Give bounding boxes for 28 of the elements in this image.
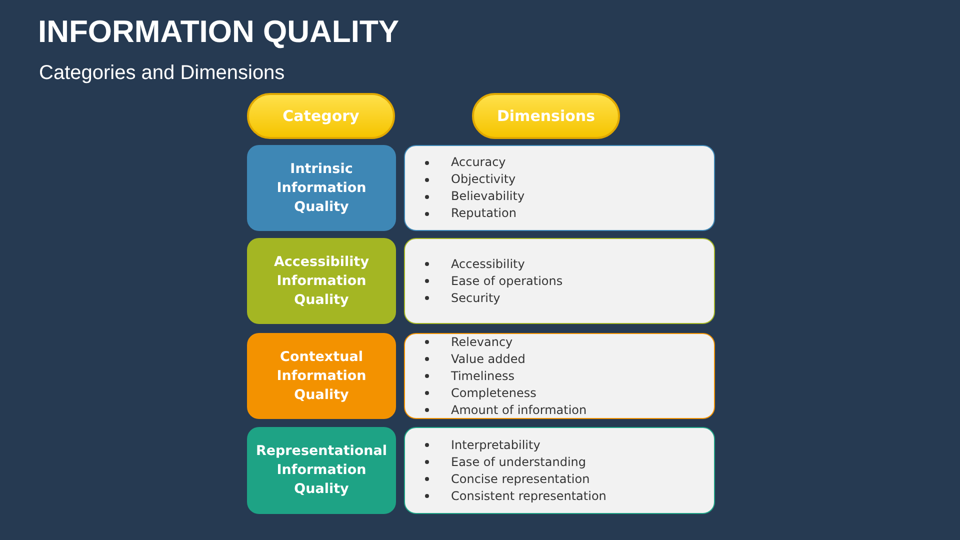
category-box: Accessibility Information Quality: [247, 238, 396, 324]
dimensions-panel: [404, 427, 715, 514]
slide-subtitle: Categories and Dimensions: [39, 62, 285, 85]
list-item: Interpretability: [451, 436, 540, 454]
dimensions-panel: [404, 145, 715, 231]
list-item: Accuracy: [451, 154, 506, 171]
category-box: Contextual Information Quality: [247, 333, 396, 419]
list-item: Accessibility: [451, 256, 525, 272]
list-item: Consistent representation: [451, 488, 606, 504]
header-pill: Dimensions: [472, 93, 620, 139]
category-box: Intrinsic Information Quality: [247, 145, 396, 231]
header-pill: Category: [247, 93, 395, 139]
dimensions-panel: [404, 333, 715, 419]
dimensions-panel: [404, 238, 715, 324]
list-item: Ease of operations: [451, 272, 563, 290]
list-item: Security: [451, 290, 500, 306]
list-item: Relevancy: [451, 334, 513, 350]
slide-title: INFORMATION QUALITY: [38, 14, 400, 50]
list-item: Amount of information: [451, 402, 587, 418]
list-item: Value added: [451, 350, 526, 368]
list-item: Concise representation: [451, 470, 590, 488]
list-item: Objectivity: [451, 171, 516, 188]
list-item: Ease of understanding: [451, 454, 586, 470]
list-item: Completeness: [451, 384, 536, 402]
list-item: Believability: [451, 188, 525, 205]
list-item: Reputation: [451, 205, 516, 222]
list-item: Timeliness: [451, 368, 515, 384]
category-box: Representational Information Quality: [247, 427, 396, 514]
